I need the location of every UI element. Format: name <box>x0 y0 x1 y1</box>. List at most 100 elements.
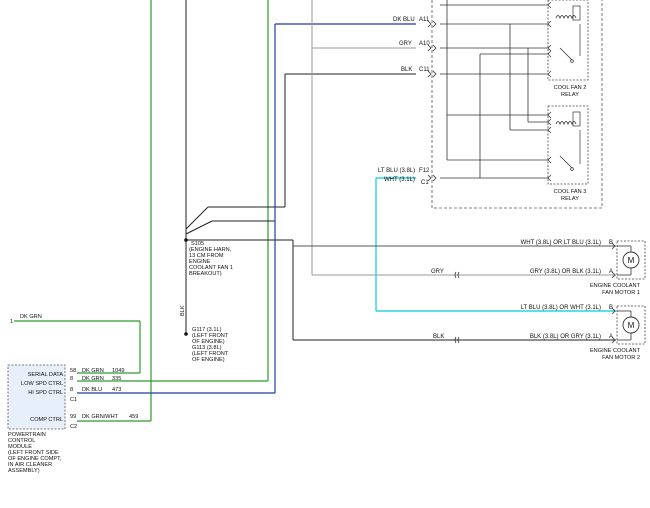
pcm-pin: 8 <box>70 376 73 382</box>
relay-2-label-line2: RELAY <box>561 92 579 98</box>
pcm-pin: 8 <box>70 387 73 393</box>
relay-3-label-line1: COOL FAN 3 <box>554 189 587 195</box>
splice-line: COOLANT FAN 1 <box>189 265 233 271</box>
ground-line: OF ENGINE) <box>192 339 225 345</box>
pin-a-motor2: A <box>609 334 613 340</box>
ground-line: (LEFT FRONT <box>192 333 229 339</box>
pcm-name-line: (LEFT FRONT SIDE <box>8 450 59 456</box>
relay-2-coil <box>555 15 577 20</box>
relay-2-label-line1: COOL FAN 2 <box>554 85 587 91</box>
relay-2-resistor <box>572 5 581 21</box>
pcm-wire-color: DK GRN <box>82 376 104 382</box>
motor-1-outline <box>616 240 646 280</box>
pcm-name-line: POWERTRAIN <box>8 432 46 438</box>
splice-line: (ENGINE HARN, <box>189 247 232 253</box>
motor-2-m: M <box>628 321 635 330</box>
motor-2-label-line1: ENGINE COOLANT <box>590 348 641 354</box>
wire-label-wht-or-lt-blu: WHT (3.8L) OR LT BLU (3.1L) <box>521 240 601 246</box>
splice-s105-label: S105 (ENGINE HARN, 13 CM FROM ENGINE COO… <box>189 241 233 277</box>
pcm-func-serial-data: SERIAL DATA <box>28 372 64 378</box>
fan-motor-1: M ENGINE COOLANT FAN MOTOR 1 <box>590 240 646 296</box>
pin-b-motor1: B <box>609 240 613 246</box>
pcm-func-comp-ctrl: COMP CTRL <box>30 417 63 423</box>
splice-line: 13 CM FROM <box>189 253 224 259</box>
motor-2-outline <box>616 305 646 345</box>
pin-b-motor2: B <box>609 305 613 311</box>
cyan-wires <box>375 177 616 312</box>
pcm-wire-color: DK GRN/WHT <box>82 414 119 420</box>
green-wires <box>14 0 269 422</box>
wire-label-blk-vertical: BLK <box>180 305 186 316</box>
wire-label-gry-or-blk: GRY (3.8L) OR BLK (3.1L) <box>530 269 601 275</box>
pcm-circuit: 335 <box>112 376 121 382</box>
relay-box-outline <box>431 0 603 209</box>
pcm-pin: 58 <box>70 368 76 374</box>
fan-motor-2: M ENGINE COOLANT FAN MOTOR 2 <box>590 305 646 361</box>
pin-a-motor1: A <box>609 269 613 275</box>
relay-connector-glyphs <box>427 20 437 182</box>
wire-label-blk-or-gry: BLK (3.8L) OR GRY (3.1L) <box>530 334 601 340</box>
pin-a11: A11 <box>419 17 430 23</box>
relay-box: COOL FAN 2 RELAY COOL FAN 3 RELAY <box>427 0 603 209</box>
pcm-wire-color: DK GRN <box>82 368 104 374</box>
wire-label-blk-top: BLK <box>401 67 412 73</box>
pin-c1-top: C1 <box>421 180 429 186</box>
splice-line: S105 <box>191 241 204 247</box>
pcm-name-line: MODULE <box>8 444 32 450</box>
motor-1-label-line1: ENGINE COOLANT <box>590 283 641 289</box>
black-wires <box>185 0 616 341</box>
pcm-name-line: IN AIR CLEANER <box>8 462 52 468</box>
wire-label-gry-top: GRY <box>399 41 412 47</box>
pcm-circuit: 459 <box>129 414 138 420</box>
pcm-func-hi-spd: HI SPD CTRL <box>28 390 63 396</box>
pin-1-label: 1 <box>10 319 13 325</box>
relay-internal-wiring <box>440 0 548 179</box>
splice-line: ENGINE <box>189 259 211 265</box>
wire-label-dk-grn-input: DK GRN <box>20 314 42 320</box>
ground-line: (LEFT FRONT <box>192 351 229 357</box>
relay-pin-glyphs <box>547 1 552 182</box>
inline-connector-glyphs <box>454 242 616 344</box>
pcm-circuit: 1049 <box>112 368 124 374</box>
pcm-outline <box>7 364 66 430</box>
wire-label-lt-blu-or-wht: LT BLU (3.8L) OR WHT (3.1L) <box>521 305 601 311</box>
cool-fan-2-relay: COOL FAN 2 RELAY <box>547 0 589 98</box>
pcm-name-line: CONTROL <box>8 438 35 444</box>
splice-line: BREAKOUT) <box>189 271 222 277</box>
pcm-name-label: POWERTRAIN CONTROL MODULE (LEFT FRONT SI… <box>8 432 62 474</box>
ground-dot <box>184 332 188 336</box>
pcm-wire-color: DK BLU <box>82 387 102 393</box>
motor-1-m: M <box>628 256 635 265</box>
relay-3-switch <box>559 155 573 169</box>
pin-c11: C11 <box>419 67 430 73</box>
blue-wires <box>77 23 416 394</box>
gray-wires <box>311 0 616 276</box>
motor-2-label-line2: FAN MOTOR 2 <box>602 355 640 361</box>
pcm-c2: C2 <box>70 424 77 430</box>
ground-line: G113 (3.8L) <box>192 345 222 351</box>
pcm-name-line: ASSEMBLY) <box>8 468 40 474</box>
wire-label-wht: WHT (3.1L) <box>384 177 415 183</box>
ground-label: G117 (3.1L) (LEFT FRONT OF ENGINE) G113 … <box>192 327 229 363</box>
relay-3-coil <box>555 121 577 126</box>
pcm-pin: 99 <box>70 414 76 420</box>
wire-splice-diag-2 <box>185 220 213 235</box>
wire-label-dk-blu: DK BLU <box>393 17 415 23</box>
relay-2-switch <box>559 47 573 61</box>
pcm-func-low-spd: LOW SPD CTRL <box>21 381 63 387</box>
cool-fan-3-relay: COOL FAN 3 RELAY <box>547 105 589 202</box>
relay-2-outline <box>547 0 589 81</box>
motor-2-symbol <box>622 316 640 334</box>
wire-label-gry-mid: GRY <box>431 269 444 275</box>
relay-3-resistor <box>572 111 581 127</box>
ground-line: OF ENGINE) <box>192 357 225 363</box>
motor-1-label-line2: FAN MOTOR 1 <box>602 290 640 296</box>
relay-3-label-line2: RELAY <box>561 196 579 202</box>
ground-line: G117 (3.1L) <box>192 327 222 333</box>
wire-label-lt-blu: LT BLU (3.8L) <box>378 168 415 174</box>
pin-a10: A10 <box>419 41 430 47</box>
pcm-name-line: OF ENGINE COMPT, <box>8 456 62 462</box>
splice-s105-dot <box>184 238 188 242</box>
pin-f12: F12 <box>419 168 430 174</box>
